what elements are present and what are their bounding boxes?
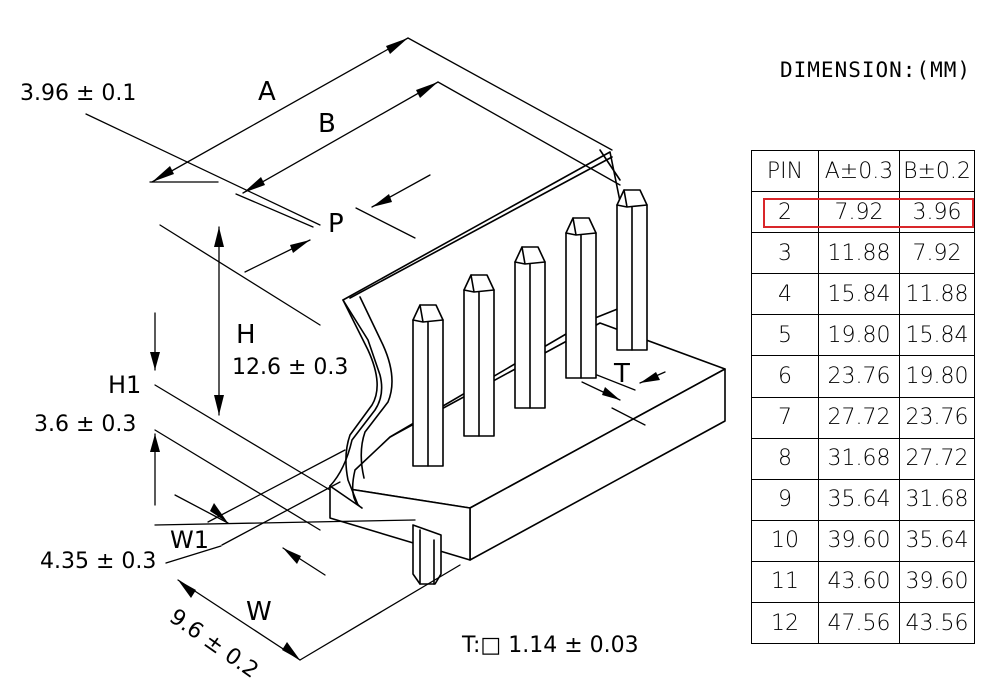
- table-cell: 19.80: [818, 314, 900, 357]
- w1-value-label: 4.35 ± 0.3: [40, 549, 156, 574]
- t-spec-label: T:□ 1.14 ± 0.03: [461, 633, 639, 658]
- table-cell: 31.68: [899, 478, 975, 521]
- table-header-cell: PIN: [751, 149, 819, 193]
- pin-1: [412, 304, 444, 467]
- table-cell: 11.88: [899, 273, 975, 316]
- t-label: T: [613, 359, 630, 389]
- pin-tail: [412, 524, 442, 585]
- table-cell: 35.64: [818, 478, 900, 521]
- table-cell: 11.88: [818, 232, 900, 275]
- table-cell: 23.76: [899, 396, 975, 439]
- table-cell: 43.60: [818, 560, 900, 604]
- table-cell: 27.72: [818, 396, 900, 439]
- table-cell: 7: [751, 396, 819, 439]
- table-cell: 7.92: [818, 191, 900, 234]
- dimension-title: DIMENSION:(MM): [780, 58, 972, 82]
- pin-4: [565, 217, 597, 379]
- table-cell: 12: [751, 602, 819, 645]
- table-cell: 47.56: [818, 602, 900, 645]
- table-header-cell: B±0.2: [899, 149, 975, 193]
- w1-label: W1: [170, 526, 209, 554]
- b-label: B: [318, 109, 336, 139]
- h-label: H: [236, 320, 256, 350]
- table-cell: 39.60: [818, 519, 900, 562]
- pitch-label: 3.96 ± 0.1: [20, 81, 136, 106]
- table-cell: 8: [751, 437, 819, 480]
- w-label: W: [246, 597, 272, 627]
- h1-label: H1: [108, 371, 141, 399]
- table-cell: 7.92: [899, 232, 975, 275]
- pin-2: [463, 274, 495, 437]
- pin-5: [616, 189, 648, 351]
- table-cell: 4: [751, 273, 819, 316]
- table-cell: 6: [751, 355, 819, 398]
- a-label: A: [258, 77, 276, 107]
- table-cell: 43.56: [899, 602, 975, 645]
- table-cell: 39.60: [899, 560, 975, 604]
- table-cell: 10: [751, 519, 819, 562]
- table-cell: 27.72: [899, 437, 975, 480]
- table-cell: 19.80: [899, 355, 975, 398]
- pins: [412, 189, 648, 585]
- pin-3: [514, 246, 546, 409]
- p-label: P: [328, 209, 344, 239]
- table-cell: 15.84: [818, 273, 900, 316]
- dimension-lines: [85, 37, 666, 661]
- table-header-cell: A±0.3: [818, 149, 900, 193]
- table-cell: 31.68: [818, 437, 900, 480]
- table-cell: 2: [751, 191, 819, 234]
- table-cell: 23.76: [818, 355, 900, 398]
- table-cell: 3.96: [899, 191, 975, 234]
- table-cell: 35.64: [899, 519, 975, 562]
- table-cell: 5: [751, 314, 819, 357]
- h1-value-label: 3.6 ± 0.3: [34, 412, 136, 437]
- table-cell: 9: [751, 478, 819, 521]
- table-cell: 3: [751, 232, 819, 275]
- table-cell: 15.84: [899, 314, 975, 357]
- h-value-label: 12.6 ± 0.3: [232, 355, 348, 380]
- table-cell: 11: [751, 560, 819, 604]
